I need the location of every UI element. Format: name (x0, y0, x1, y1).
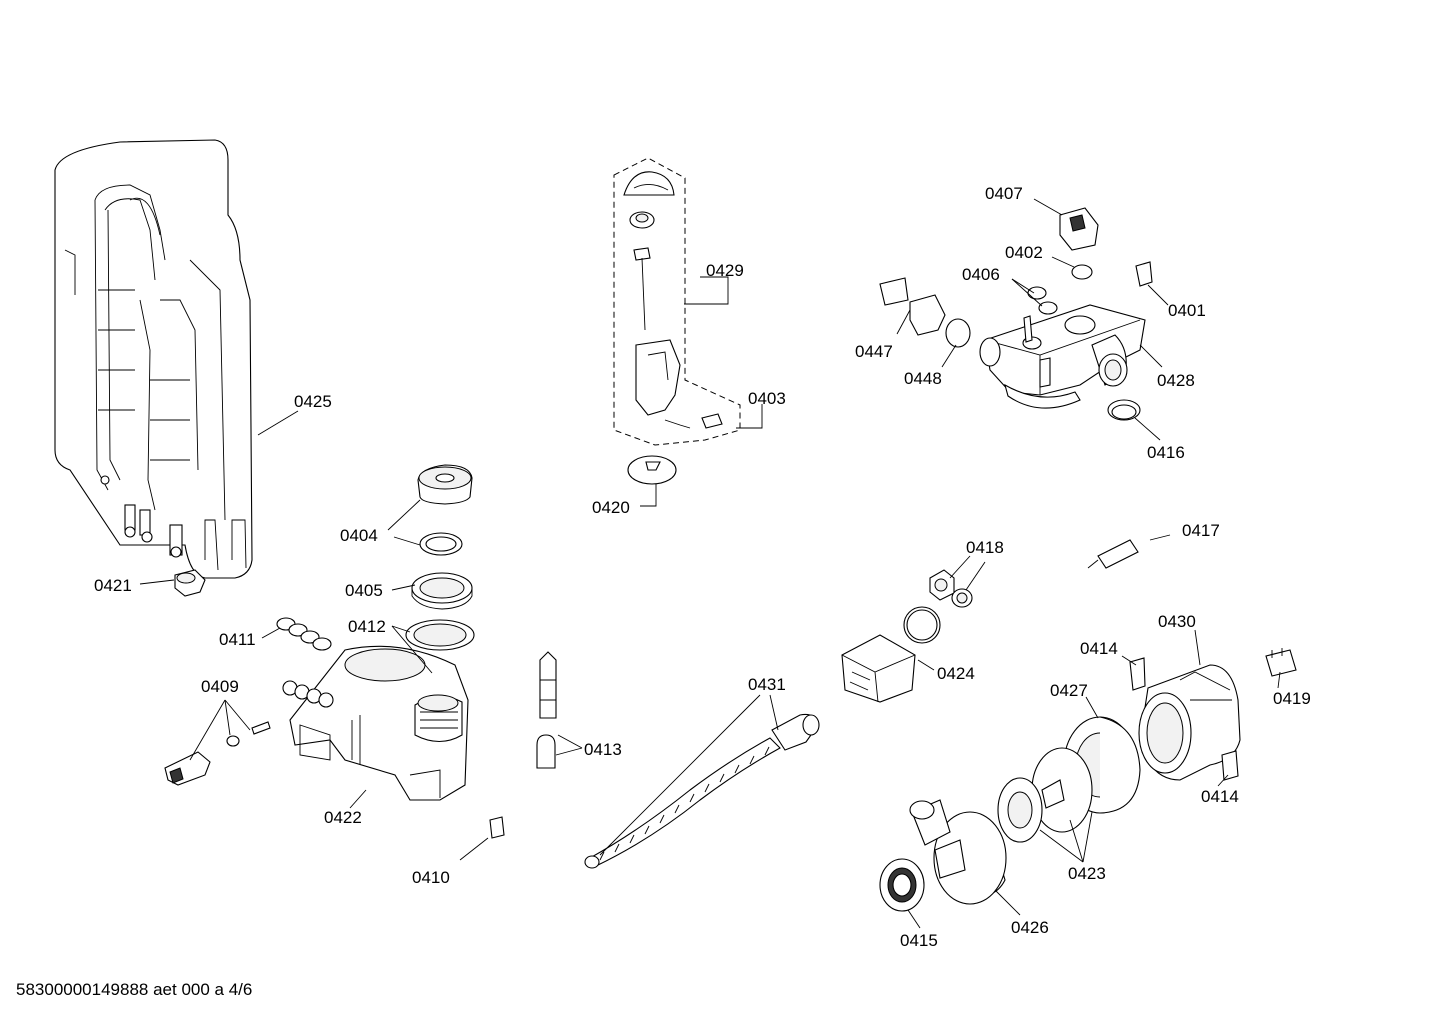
label-0418: 0418 (966, 538, 1004, 557)
part-0430-motor (1129, 657, 1241, 781)
label-0415: 0415 (900, 931, 938, 950)
part-0420-disk (627, 455, 677, 485)
label-0431: 0431 (748, 675, 786, 694)
label-0414-top: 0414 (1080, 639, 1118, 658)
label-0429: 0429 (706, 261, 744, 280)
part-0415-seal (879, 858, 925, 912)
label-0421: 0421 (94, 576, 132, 595)
part-0417-heater-rod (1087, 539, 1139, 569)
part-0448-oring (945, 318, 971, 348)
label-0447: 0447 (855, 342, 893, 361)
part-0424-pump (841, 606, 941, 703)
heat-exchanger-panel (54, 139, 253, 579)
part-0427-pump-cover (1063, 716, 1141, 814)
part-0428-manifold (979, 304, 1146, 409)
part-0419-connector (1265, 648, 1297, 677)
label-0413: 0413 (584, 740, 622, 759)
part-0423-impeller-set (997, 747, 1093, 843)
label-0426: 0426 (1011, 918, 1049, 937)
part-0429-float-assembly (613, 157, 741, 446)
part-0401-clip (1135, 261, 1153, 287)
label-0411: 0411 (219, 630, 256, 649)
part-0409-valve (164, 721, 271, 786)
part-labels: 0407 0402 0406 0401 0447 0448 0428 0416 … (94, 184, 1311, 950)
part-0412-threaded-ring (411, 572, 473, 610)
label-0409: 0409 (201, 677, 239, 696)
label-0404: 0404 (340, 526, 378, 545)
label-0414-bottom: 0414 (1201, 787, 1239, 806)
label-0419: 0419 (1273, 689, 1311, 708)
label-0448: 0448 (904, 369, 942, 388)
label-0425: 0425 (294, 392, 332, 411)
label-0422: 0422 (324, 808, 362, 827)
label-0427: 0427 (1050, 681, 1088, 700)
drawing-reference-number: 58300000149888 aet 000 a 4/6 (16, 980, 253, 999)
label-0430: 0430 (1158, 612, 1196, 631)
label-0412: 0412 (348, 617, 386, 636)
part-0447-bracket (879, 277, 946, 336)
label-0407: 0407 (985, 184, 1023, 203)
part-0407-coil (1059, 207, 1099, 251)
label-0417: 0417 (1182, 521, 1220, 540)
label-0424: 0424 (937, 664, 975, 683)
label-0406: 0406 (962, 265, 1000, 284)
part-0413-sensor (536, 651, 557, 769)
part-0410-clip (489, 816, 505, 839)
label-0405: 0405 (345, 581, 383, 600)
part-0402-oring (1071, 264, 1093, 280)
part-0426-pump-housing (909, 799, 1007, 905)
leader-lines (139, 198, 1281, 929)
label-0410: 0410 (412, 868, 450, 887)
label-0420: 0420 (592, 498, 630, 517)
part-0406-orings (1027, 286, 1058, 315)
label-0402: 0402 (1005, 243, 1043, 262)
part-0418-nuts (929, 569, 973, 608)
label-0428: 0428 (1157, 371, 1195, 390)
label-0401: 0401 (1168, 301, 1206, 320)
part-0411-gaskets (276, 617, 332, 651)
label-0403: 0403 (748, 389, 786, 408)
part-0421-connector (174, 569, 206, 597)
part-0405-seal-ring (419, 532, 463, 556)
part-0404-cap (417, 464, 473, 505)
label-0416: 0416 (1147, 443, 1185, 462)
part-0422-softener (282, 619, 475, 801)
part-0416-clamp (1107, 399, 1141, 421)
label-0423: 0423 (1068, 864, 1106, 883)
part-0431-drain-hose (584, 713, 820, 869)
